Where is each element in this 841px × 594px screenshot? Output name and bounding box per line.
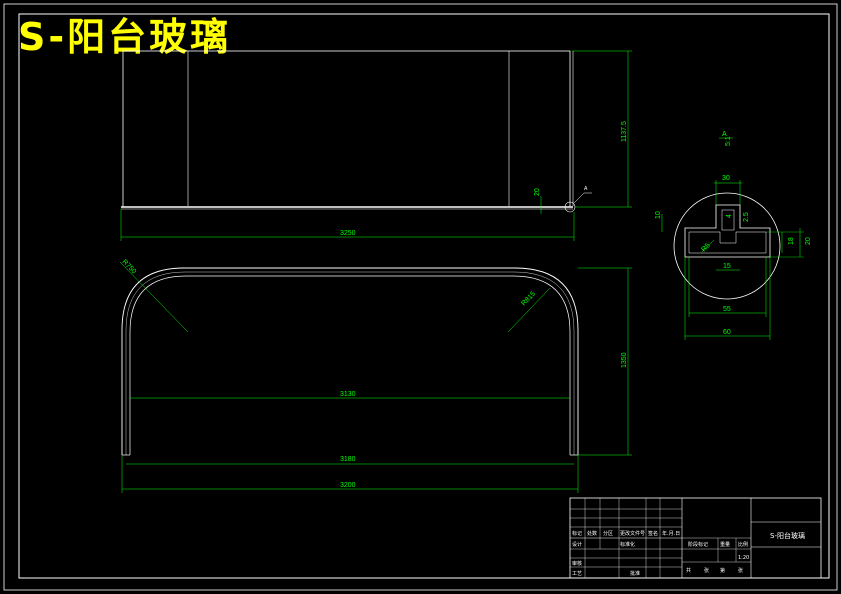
tb-sheet-cell: 第 xyxy=(720,567,725,574)
detail-channel-profile xyxy=(684,204,771,258)
drawing-title-overlay: S-阳台玻璃 xyxy=(18,15,232,59)
detail-outer-height-dim: 20 xyxy=(805,237,812,245)
plan-view: R750 R815 1350 3130 3180 3200 xyxy=(119,259,632,493)
detail-inner-height-dim: 18 xyxy=(788,237,795,245)
detail-left-dim: 10 xyxy=(655,211,662,219)
plan-depth-dim: 1350 xyxy=(621,352,628,368)
plan-profile-mid xyxy=(125,271,575,455)
detail-top-dim: 30 xyxy=(722,175,730,182)
plan-profile-inner xyxy=(129,275,571,455)
tb-header-cell: 标记 xyxy=(572,530,582,537)
tb-header-cell: 更改文件号 xyxy=(620,530,645,537)
tb-sheet-cell: 张 xyxy=(704,567,709,574)
tb-row-extra: 批准 xyxy=(630,570,640,577)
plan-mid-width-dim: 3180 xyxy=(340,456,356,463)
detail-a-label: A xyxy=(722,131,727,138)
front-view: A 1137.5 20 3250 xyxy=(120,50,632,241)
tb-sheet-cell: 张 xyxy=(738,567,743,574)
tb-header-cell: 签名 xyxy=(648,530,658,537)
title-block: S-阳台玻璃 标记 处数 分区 更改文件号 签名 年.月.日 设计 审核 工艺 … xyxy=(569,497,822,579)
detail-small-dim-b: 2.5 xyxy=(743,212,750,222)
tb-header-cell: 分区 xyxy=(603,530,613,537)
detail-radius-leader xyxy=(701,239,715,253)
plan-right-radius: R815 xyxy=(520,290,537,307)
front-width-dim: 3250 xyxy=(340,230,356,237)
tb-row-extra: 标准化 xyxy=(620,541,635,548)
tb-scale-value: 1:20 xyxy=(738,555,749,561)
detail-channel-inner xyxy=(688,231,767,254)
front-height-dim: 1137.5 xyxy=(621,121,628,142)
detail-a-boundary xyxy=(673,192,781,300)
plan-right-radius-leader xyxy=(507,287,551,333)
detail-a-view: A 5:1 30 10 4 2.5 R5 15 18 20 55 xyxy=(655,131,812,340)
tb-row-label: 设计 xyxy=(572,541,582,548)
front-glass-outline xyxy=(122,50,571,208)
detail-slot-dim: 15 xyxy=(723,263,731,270)
detail-a-marker: A xyxy=(584,186,588,192)
tb-sheet-cell: 共 xyxy=(686,567,691,574)
sheet-border-outer xyxy=(3,3,838,591)
detail-a-scale: 5:1 xyxy=(725,136,732,146)
plan-left-radius: R750 xyxy=(121,259,138,276)
plan-inner-width-dim: 3130 xyxy=(340,391,356,398)
detail-radius-dim: R5 xyxy=(700,242,711,253)
tb-drawing-title: S-阳台玻璃 xyxy=(770,531,805,540)
tb-scale-label: 比例 xyxy=(738,541,748,548)
tb-weight-label: 重量 xyxy=(720,541,730,548)
tb-header-cell: 年.月.日 xyxy=(662,530,680,537)
plan-outer-width-dim: 3200 xyxy=(340,482,356,489)
plan-left-radius-leader xyxy=(119,261,189,333)
detail-outer-width-dim: 60 xyxy=(723,329,731,336)
tb-stage-label: 阶段标记 xyxy=(688,541,708,548)
detail-a-leader xyxy=(573,192,585,204)
tb-header-cell: 处数 xyxy=(587,530,597,537)
detail-glass-slot xyxy=(721,209,735,231)
detail-small-dim-a: 4 xyxy=(726,214,733,218)
plan-profile-outer xyxy=(121,267,579,455)
detail-mid-width-dim: 55 xyxy=(723,306,731,313)
front-gap-dim: 20 xyxy=(534,188,541,196)
sheet-border-inner xyxy=(18,13,830,579)
tb-row-label: 审核 xyxy=(572,560,582,567)
tb-row-label: 工艺 xyxy=(572,571,582,577)
